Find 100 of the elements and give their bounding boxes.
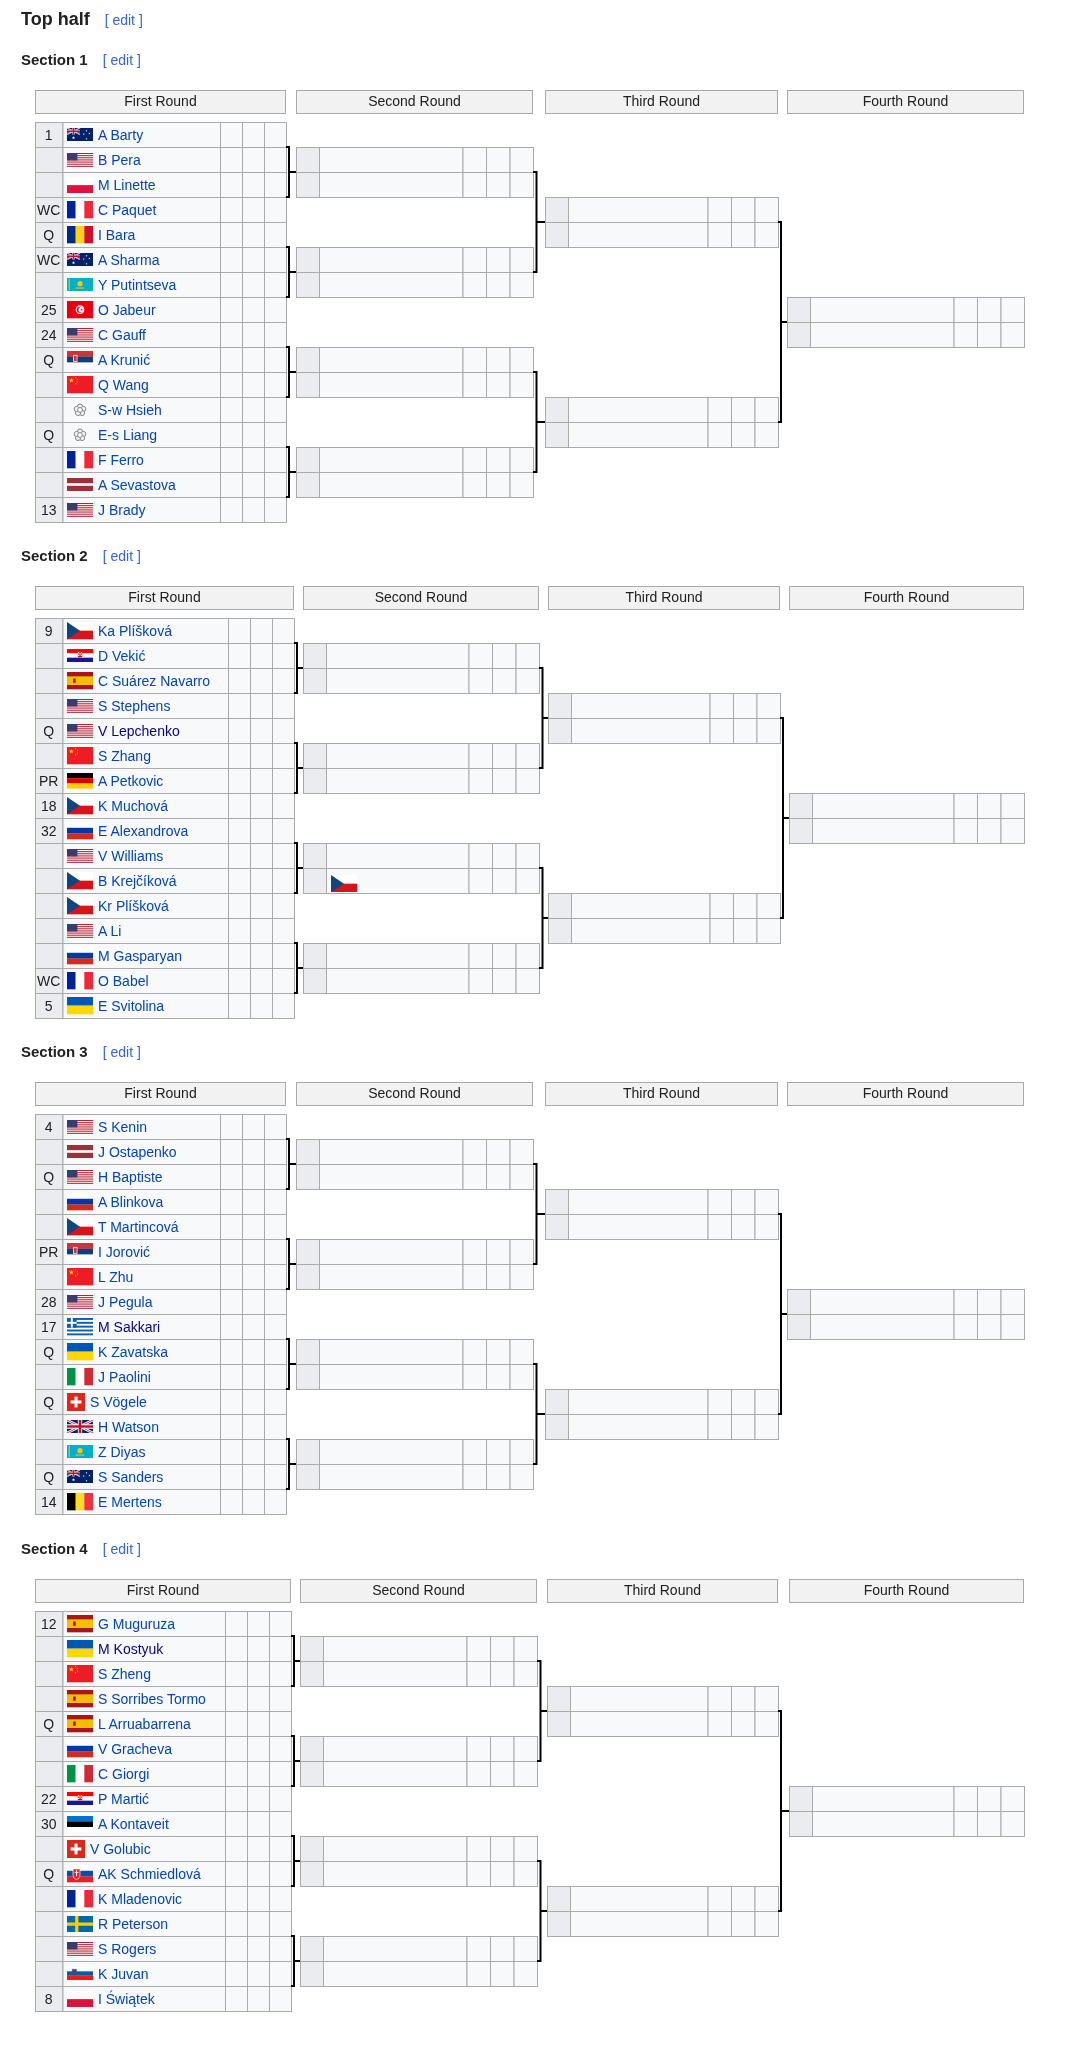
round-header: First Round <box>35 586 294 610</box>
player-link: D Vekić <box>98 647 146 664</box>
player-link: S Sanders <box>98 1468 164 1485</box>
round-header: Fourth Round <box>789 586 1024 610</box>
seed-number: 1 <box>44 126 53 143</box>
player-link: F Ferro <box>98 451 144 468</box>
player-link: I Jorović <box>98 1243 151 1260</box>
edit-link: [ edit ] <box>102 1044 141 1060</box>
player-link: L Arruabarrena <box>98 1715 191 1732</box>
player-link: P Martić <box>98 1790 150 1807</box>
round-header: Second Round <box>296 90 533 114</box>
player-link: M Kostyuk <box>98 1640 164 1657</box>
round-header: First Round <box>35 1579 291 1603</box>
round-header: Fourth Round <box>787 90 1024 114</box>
player-link: O Jabeur <box>98 301 156 318</box>
seed-number: Q <box>43 1865 55 1882</box>
player-link: K Juvan <box>98 1965 149 1982</box>
player-link: S Zhang <box>98 747 151 764</box>
seed-number: Q <box>43 1468 55 1485</box>
player-link: H Baptiste <box>98 1168 163 1185</box>
seed-number: 30 <box>40 1815 57 1832</box>
player-link: A Blinkova <box>98 1193 164 1210</box>
player-link: J Pegula <box>98 1293 153 1310</box>
player-link: Kr Plíšková <box>98 897 169 914</box>
seed-number: 17 <box>40 1318 57 1335</box>
player-link: A Krunić <box>98 351 151 368</box>
player-link: R Peterson <box>98 1915 169 1932</box>
seed-number: Q <box>43 1715 55 1732</box>
round-header: Third Round <box>545 1082 778 1106</box>
seed-number: Q <box>43 426 55 443</box>
edit-link: [ edit ] <box>102 1541 141 1557</box>
section-heading: Section 2 <box>21 547 88 565</box>
seed-number: 28 <box>40 1293 57 1310</box>
player-link: M Linette <box>98 176 156 193</box>
seed-number: Q <box>43 722 55 739</box>
seed-number: 25 <box>40 301 57 318</box>
player-link: B Krejčíková <box>98 872 177 889</box>
seed-number: 9 <box>44 622 53 639</box>
seed-number: Q <box>43 1393 55 1410</box>
player-link: M Sakkari <box>98 1318 161 1335</box>
player-link: E Alexandrova <box>98 822 189 839</box>
player-link: A Kontaveit <box>98 1815 169 1832</box>
seed-number: 4 <box>44 1118 53 1135</box>
seed-number: Q <box>43 1343 55 1360</box>
section-heading: Section 4 <box>21 1540 88 1558</box>
player-link: I Bara <box>98 226 136 243</box>
player-link: T Martincová <box>98 1218 179 1235</box>
player-link: C Giorgi <box>98 1765 150 1782</box>
player-link: V Lepchenko <box>98 722 180 739</box>
round-header: Fourth Round <box>787 1082 1024 1106</box>
player-link: K Muchová <box>98 797 169 814</box>
player-link: S-w Hsieh <box>98 401 162 418</box>
player-link: K Zavatska <box>98 1343 169 1360</box>
player-link: V Golubic <box>90 1840 151 1857</box>
player-link: L Zhu <box>98 1268 134 1285</box>
player-link: J Brady <box>98 501 146 518</box>
player-link: K Mladenovic <box>98 1890 183 1907</box>
player-link: AK Schmiedlová <box>98 1865 201 1882</box>
player-link: A Petkovic <box>98 772 164 789</box>
seed-number: Q <box>43 351 55 368</box>
player-link: A Sevastova <box>98 476 176 493</box>
player-link: M Gasparyan <box>98 947 183 964</box>
player-link: S Rogers <box>98 1940 157 1957</box>
player-link: A Sharma <box>98 251 160 268</box>
seed-number: 12 <box>40 1615 57 1632</box>
player-link: Y Putintseva <box>98 276 177 293</box>
player-link: S Zheng <box>98 1665 151 1682</box>
player-link: C Gauff <box>98 326 146 343</box>
player-link: Ka Plíšková <box>98 622 172 639</box>
round-header: Second Round <box>300 1579 537 1603</box>
player-link: E Svitolina <box>98 997 165 1014</box>
player-link: Q Wang <box>98 376 149 393</box>
seed-number: 13 <box>40 501 57 518</box>
player-link: Z Diyas <box>98 1443 146 1460</box>
round-header: First Round <box>35 90 286 114</box>
edit-link: [ edit ] <box>102 52 141 68</box>
player-link: A Li <box>98 922 122 939</box>
player-link: J Ostapenko <box>98 1143 177 1160</box>
player-link: C Paquet <box>98 201 157 218</box>
player-link: E-s Liang <box>98 426 158 443</box>
player-link: S Sorribes Tormo <box>98 1690 206 1707</box>
seed-number: Q <box>43 1168 55 1185</box>
seed-number: 5 <box>44 997 53 1014</box>
round-header: Third Round <box>547 1579 778 1603</box>
player-link: I Świątek <box>98 1990 155 2007</box>
round-header: Fourth Round <box>789 1579 1024 1603</box>
player-link: E Mertens <box>98 1493 162 1510</box>
seed-number: 8 <box>44 1990 53 2007</box>
round-header: Second Round <box>303 586 539 610</box>
player-link: H Watson <box>98 1418 159 1435</box>
round-header: Third Round <box>545 90 778 114</box>
player-link: S Kenin <box>98 1118 148 1135</box>
player-link: A Barty <box>98 126 144 143</box>
player-link: V Williams <box>98 847 164 864</box>
player-link: G Muguruza <box>98 1615 176 1632</box>
seed-number: 14 <box>40 1493 57 1510</box>
seed-number: Q <box>43 226 55 243</box>
player-link: V Gracheva <box>98 1740 172 1757</box>
edit-link: [ edit ] <box>104 12 143 28</box>
round-header: Third Round <box>548 586 780 610</box>
